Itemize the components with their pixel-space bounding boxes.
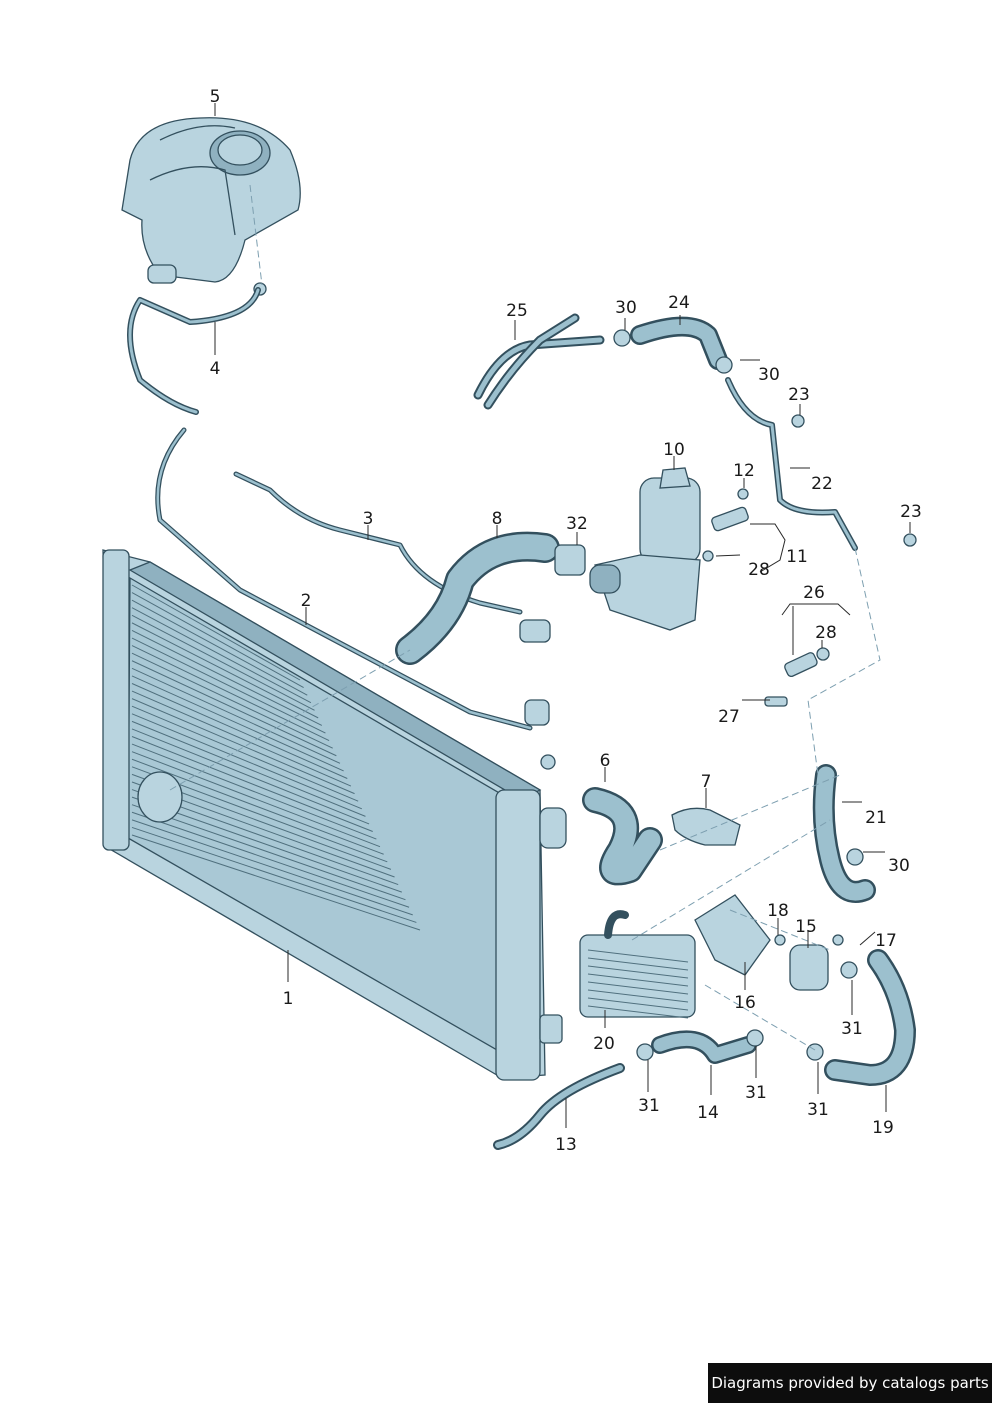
callout-31-b: 31 [745,1083,767,1103]
callout-13: 13 [555,1135,577,1155]
callout-6: 6 [600,751,611,771]
callout-2: 2 [301,591,312,611]
callout-23-top: 23 [788,385,810,405]
leader-lines [214,103,911,1128]
callout-7: 7 [701,772,712,792]
callout-21: 21 [865,808,887,828]
dash-links [169,184,881,1051]
callout-24: 24 [668,293,690,313]
components [519,329,917,1061]
callout-27: 27 [718,707,740,727]
callout-30-top: 30 [615,298,637,318]
callout-19: 19 [872,1118,894,1138]
callout-31-a: 31 [638,1096,660,1116]
callout-12: 12 [733,461,755,481]
callout-22: 22 [811,474,833,494]
credit-banner: Diagrams provided by catalogs parts [708,1363,992,1403]
callout-31-c: 31 [807,1100,829,1120]
callout-32: 32 [566,514,588,534]
callout-30-right: 30 [888,856,910,876]
callouts: 1 2 3 4 5 6 7 8 10 11 12 13 14 15 16 17 … [210,87,922,1155]
thick-hoses [395,316,916,1086]
callout-20: 20 [593,1034,615,1054]
callout-26: 26 [803,583,825,603]
callout-1: 1 [283,989,294,1009]
callout-16: 16 [734,993,756,1013]
callout-18: 18 [767,901,789,921]
radiator [102,549,567,1081]
callout-5: 5 [210,87,221,107]
expansion-tank [121,117,301,296]
callout-11: 11 [786,547,808,567]
callout-8: 8 [492,509,503,529]
callout-28-lower: 28 [815,623,837,643]
callout-17: 17 [875,931,897,951]
callout-3: 3 [363,509,374,529]
callout-4: 4 [210,359,221,379]
callout-10: 10 [663,440,685,460]
callout-30-mid: 30 [758,365,780,385]
callout-23-right: 23 [900,502,922,522]
callout-28-upper: 28 [748,560,770,580]
callout-14: 14 [697,1103,719,1123]
callout-25: 25 [506,301,528,321]
callout-15: 15 [795,917,817,937]
pipes [127,287,858,1150]
callout-31-d: 31 [841,1019,863,1039]
